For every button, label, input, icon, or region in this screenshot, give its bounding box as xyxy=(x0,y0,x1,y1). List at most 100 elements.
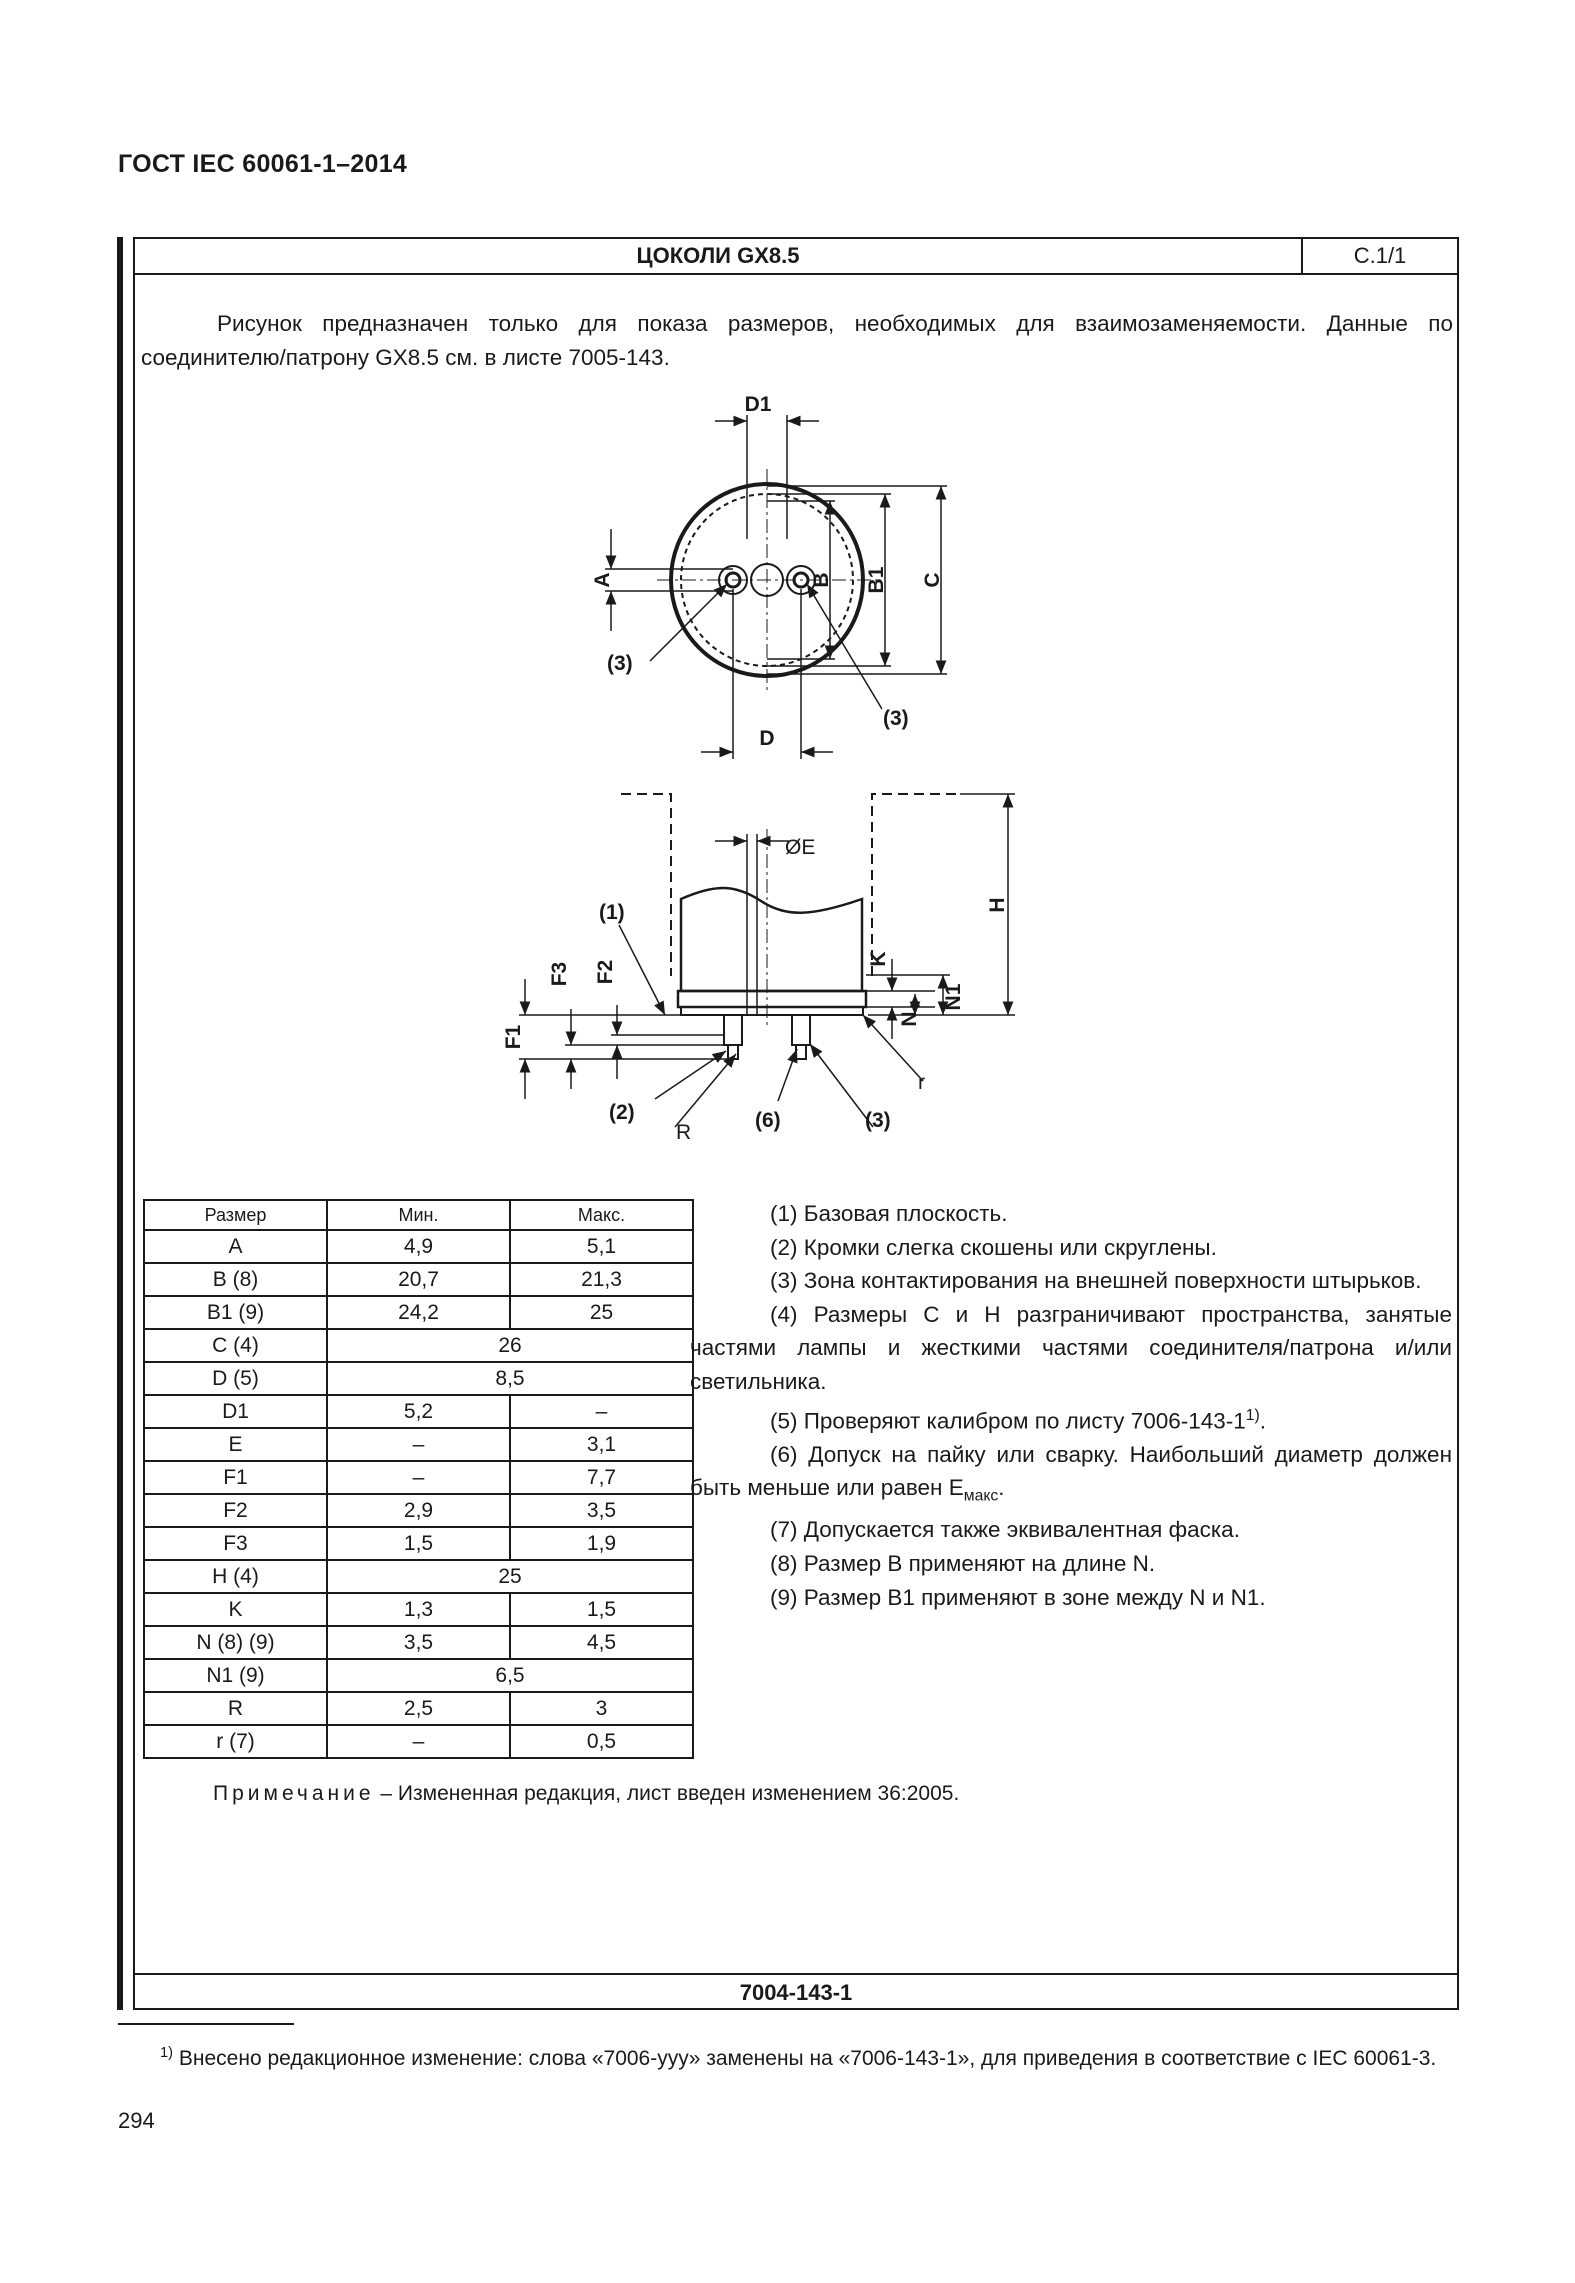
cell-min: 2,5 xyxy=(326,1691,511,1726)
cell-max: 5,1 xyxy=(509,1229,694,1264)
dim-label-N: N xyxy=(898,1011,921,1026)
dim-label-A: A xyxy=(591,572,614,587)
table-row: F1–7,7 xyxy=(143,1460,694,1495)
dim-label-R: R xyxy=(676,1121,691,1144)
dim-label-C: C xyxy=(921,572,944,587)
cell-min: 4,9 xyxy=(326,1229,511,1264)
cell-max: 1,5 xyxy=(509,1592,694,1627)
dim-label-r: r xyxy=(918,1071,925,1094)
cell-dimension: C (4) xyxy=(143,1328,328,1363)
cell-max: 21,3 xyxy=(509,1262,694,1297)
remark: Примечание – Измененная редакция, лист в… xyxy=(213,1782,959,1806)
note-9: (9) Размер B1 применяют в зоне между N и… xyxy=(770,1584,1266,1610)
dim-label-F1: F1 xyxy=(502,1024,525,1049)
dim-label-F2: F2 xyxy=(594,960,617,985)
callout-3-left: (3) xyxy=(607,652,633,675)
cell-max: 3,1 xyxy=(509,1427,694,1462)
callout-6: (6) xyxy=(755,1109,781,1132)
column-header: Макс. xyxy=(509,1199,694,1231)
cell-min: – xyxy=(326,1724,511,1759)
dim-label-N1: N1 xyxy=(942,983,965,1010)
dim-label-F3: F3 xyxy=(548,962,571,987)
footnote-ref: 1) xyxy=(1245,1406,1260,1424)
note-4: (4) Размеры C и H разграничивают простра… xyxy=(690,1301,1452,1394)
sheet-title: ЦОКОЛИ GX8.5 xyxy=(135,239,1303,273)
cell-min: 2,9 xyxy=(326,1493,511,1528)
dim-label-D: D xyxy=(759,727,774,750)
cell-dimension: N (8) (9) xyxy=(143,1625,328,1660)
cell-dimension: F3 xyxy=(143,1526,328,1561)
table-row: E–3,1 xyxy=(143,1427,694,1462)
dim-label-H: H xyxy=(986,897,1009,912)
cell-max: 7,7 xyxy=(509,1460,694,1495)
cell-min: 24,2 xyxy=(326,1295,511,1330)
cell-max: – xyxy=(509,1394,694,1429)
cell-dimension: E xyxy=(143,1427,328,1462)
cell-value: 8,5 xyxy=(326,1361,694,1396)
cell-max: 25 xyxy=(509,1295,694,1330)
cell-max: 0,5 xyxy=(509,1724,694,1759)
table-row: H (4)25 xyxy=(143,1559,694,1594)
footnote: 1) Внесено редакционное изменение: слова… xyxy=(118,2038,1458,2074)
dim-label-E: ØE xyxy=(785,836,815,859)
note-6: (6) Допуск на пайку или сварку. Наибольш… xyxy=(690,1438,1452,1514)
page-number: 294 xyxy=(118,2108,155,2133)
intro-paragraph: Рисунок предназначен только для показа р… xyxy=(141,311,1453,370)
standard-sheet-frame: ЦОКОЛИ GX8.5 С.1/1 Рисунок предназначен … xyxy=(133,237,1459,2010)
note-7: (7) Допускается также эквивалентная фаск… xyxy=(770,1517,1240,1543)
cell-min: 1,3 xyxy=(326,1592,511,1627)
note-1: (1) Базовая плоскость. xyxy=(770,1201,1008,1226)
note-6-end: . xyxy=(998,1475,1005,1501)
note-5: (5) Проверяют калибром по листу 7006-143… xyxy=(690,1399,1452,1438)
dim-label-K: K xyxy=(867,951,890,966)
footnote-text: Внесено редакционное изменение: слова «7… xyxy=(173,2047,1437,2070)
note-2: (2) Кромки слегка скошены или скруглены. xyxy=(770,1234,1217,1260)
bottom-view xyxy=(605,415,947,759)
callout-3-right: (3) xyxy=(883,707,909,730)
document-header: ГОСТ IEC 60061-1–2014 xyxy=(118,150,408,178)
cell-min: 3,5 xyxy=(326,1625,511,1660)
table-row: C (4)26 xyxy=(143,1328,694,1363)
callout-3-side: (3) xyxy=(865,1109,891,1132)
cell-dimension: r (7) xyxy=(143,1724,328,1759)
table-row: D (5)8,5 xyxy=(143,1361,694,1396)
frame-margin-bar xyxy=(117,237,123,2010)
callout-2: (2) xyxy=(609,1101,635,1124)
cell-value: 25 xyxy=(326,1559,694,1594)
dim-label-B: B xyxy=(810,572,833,587)
note-8: (8) Размер B применяют на длине N. xyxy=(770,1550,1156,1576)
column-header: Размер xyxy=(143,1199,328,1231)
notes-block: (1) Базовая плоскость. (2) Кромки слегка… xyxy=(690,1197,1452,1614)
note-6-subscript: макс xyxy=(963,1487,999,1505)
cell-dimension: B (8) xyxy=(143,1262,328,1297)
cell-value: 26 xyxy=(326,1328,694,1363)
table-row: N1 (9)6,5 xyxy=(143,1658,694,1693)
table-row: r (7)–0,5 xyxy=(143,1724,694,1759)
cell-dimension: B1 (9) xyxy=(143,1295,328,1330)
cell-dimension: D (5) xyxy=(143,1361,328,1396)
callout-1: (1) xyxy=(599,901,625,924)
table-header-row: Размер Мин. Макс. xyxy=(143,1199,694,1231)
note-3: (3) Зона контактирования на внешней пове… xyxy=(770,1268,1422,1294)
cell-dimension: F1 xyxy=(143,1460,328,1495)
cell-min: 1,5 xyxy=(326,1526,511,1561)
cell-min: 5,2 xyxy=(326,1394,511,1429)
cell-min: 20,7 xyxy=(326,1262,511,1297)
cell-max: 4,5 xyxy=(509,1625,694,1660)
cell-min: – xyxy=(326,1427,511,1462)
cell-max: 1,9 xyxy=(509,1526,694,1561)
cell-min: – xyxy=(326,1460,511,1495)
cell-dimension: K xyxy=(143,1592,328,1627)
cell-dimension: A xyxy=(143,1229,328,1264)
sheet-code-row: 7004-143-1 xyxy=(135,1973,1457,2010)
cell-dimension: R xyxy=(143,1691,328,1726)
sheet-number: С.1/1 xyxy=(1353,243,1407,268)
